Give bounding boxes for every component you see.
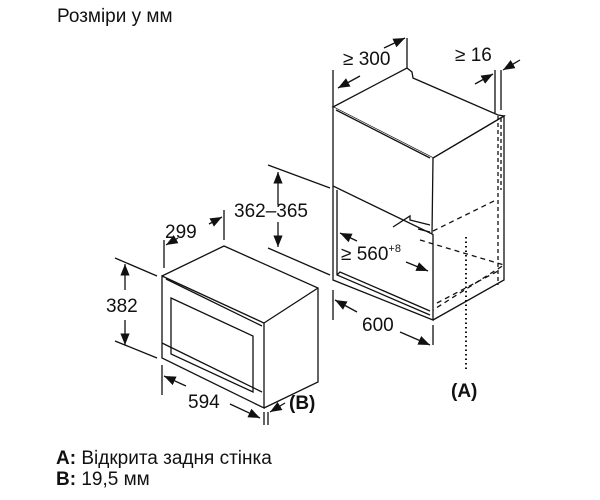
dim-cabinet-panel: ≥ 16 (455, 45, 492, 66)
label-a: (A) (451, 381, 477, 402)
dim-niche-height: 362–365 (234, 201, 308, 222)
dim-cabinet-width: 600 (362, 315, 394, 336)
dim-appliance-height: 382 (106, 296, 138, 317)
legend-item-a: A: Відкрита задня стінка (56, 448, 272, 469)
legend-item-b: B: 19,5 мм (56, 469, 150, 490)
dim-niche-width: ≥ 560+8 (341, 243, 401, 265)
microwave-appliance (161, 245, 319, 410)
label-b: (B) (289, 393, 315, 414)
dim-appliance-width: 594 (188, 392, 220, 413)
dim-cabinet-depth: ≥ 300 (343, 49, 390, 70)
wall-cabinet (331, 67, 506, 321)
legend: A: Відкрита задня стінка B: 19,5 мм (56, 448, 272, 490)
diagram-title: Розміри у мм (57, 6, 173, 27)
dim-appliance-depth: 299 (165, 222, 197, 243)
